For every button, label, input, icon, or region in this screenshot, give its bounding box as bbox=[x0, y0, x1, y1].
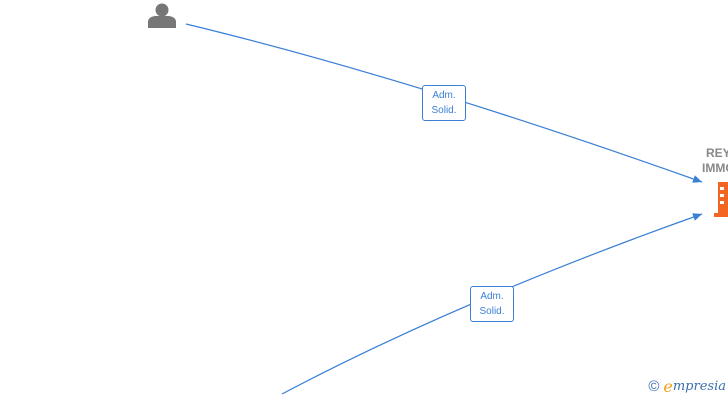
brand-logo-initial: e bbox=[663, 377, 673, 396]
person-icon[interactable] bbox=[148, 3, 176, 29]
edge-label-line1: Adm. bbox=[432, 90, 456, 101]
edge-label-line2: Solid. bbox=[479, 306, 505, 317]
edge-label-person-to-company[interactable]: Adm. Solid. bbox=[422, 85, 466, 121]
edge-label-line2: Solid. bbox=[431, 105, 457, 116]
brand-watermark: © e mpresia bbox=[648, 377, 726, 396]
brand-logo-text: mpresia bbox=[672, 379, 726, 394]
edge-label-line1: Adm. bbox=[480, 291, 504, 302]
company-name-line2[interactable]: IMMO bbox=[702, 161, 728, 175]
edge-label-bottom-to-company[interactable]: Adm. Solid. bbox=[470, 286, 514, 322]
copyright-symbol: © bbox=[648, 378, 660, 395]
building-icon[interactable] bbox=[714, 182, 728, 217]
company-name-line1[interactable]: REY bbox=[706, 146, 728, 160]
